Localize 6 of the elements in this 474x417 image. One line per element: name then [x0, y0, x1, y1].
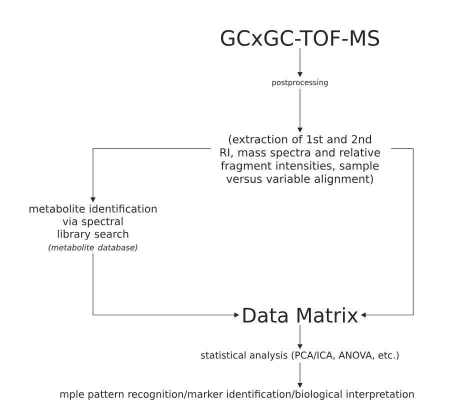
step-label: statistical analysis (PCA/ICA, ANOVA, etc.)	[201, 351, 399, 361]
step-description: metabolite identification via spectral library search (metabolite database)	[30, 204, 157, 252]
step-label: mple pattern recognition/marker identification/biological interpretation	[60, 390, 414, 400]
step-description: (extraction of 1st and 2nd RI, mass spectra and relative fragment intensities, sample versus variable alignment)	[220, 134, 380, 186]
result-label: Data Matrix	[243, 307, 358, 323]
technique-label: GCxGC-TOF-MS	[220, 30, 380, 46]
